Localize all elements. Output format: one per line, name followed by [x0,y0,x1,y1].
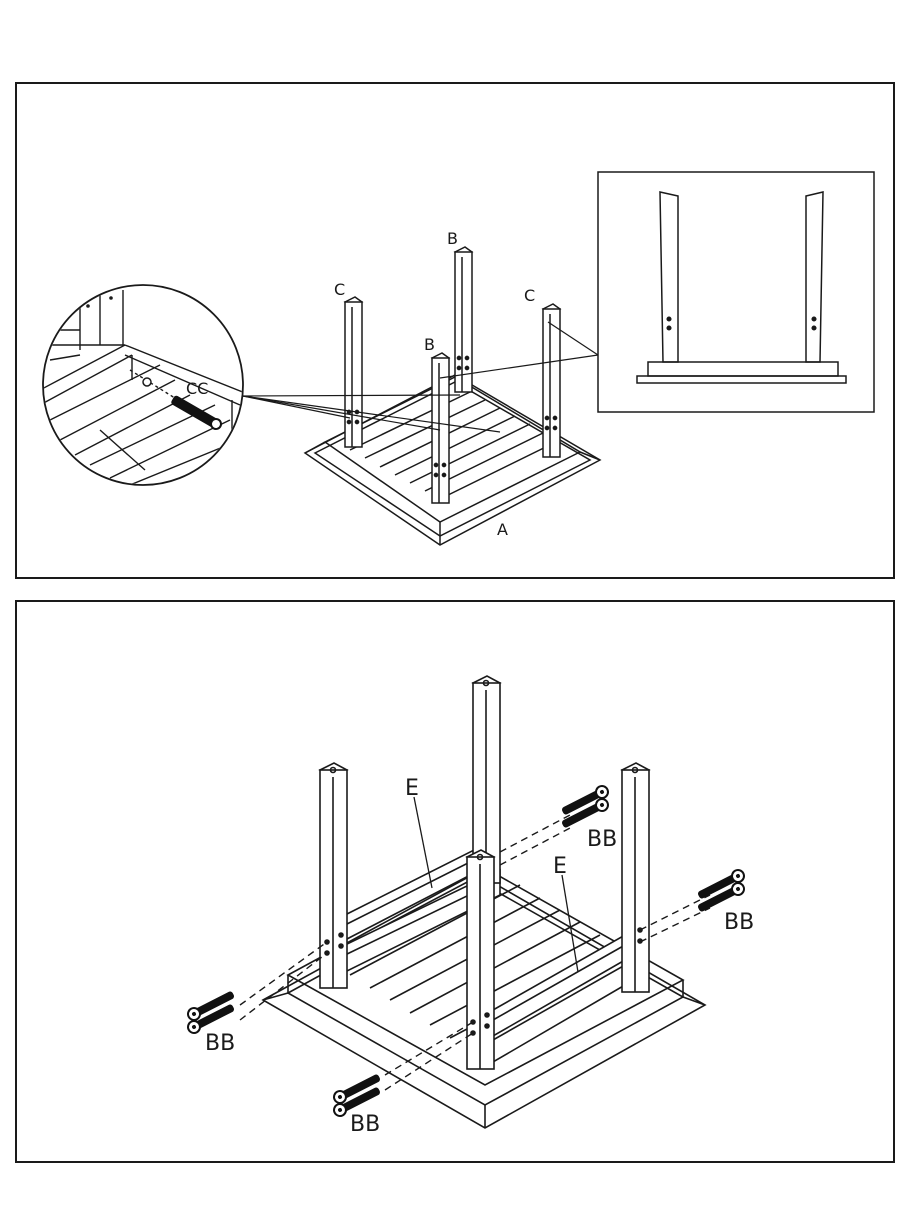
bolts-bb-right [696,868,746,914]
detail-circle-cc [40,285,250,485]
label-c-left: C [334,280,345,299]
detail-box-leg-position [598,172,874,412]
label-b-back: B [447,229,458,248]
leg-left-step2 [320,763,347,988]
label-c-right: C [524,286,535,305]
label-bb-bottom: BB [350,1112,380,1137]
label-bb-left: BB [205,1031,235,1056]
leg-c-right [543,304,560,457]
label-b-front: B [424,335,435,354]
label-cc: CC [186,379,208,398]
label-e-back: E [405,776,419,801]
bolts-bb-left [186,989,236,1035]
label-a: A [497,520,508,539]
label-bb-top-right: BB [587,827,617,852]
label-bb-right: BB [724,910,754,935]
leg-right-step2 [622,763,649,992]
leg-c-left [345,297,362,447]
leg-b-back [455,247,472,392]
apron-e-right [493,935,625,1062]
leg-b-front [432,353,449,503]
leg-front-step2 [467,850,494,1069]
bolts-bb-top-right [560,784,610,830]
label-e-right: E [553,854,567,879]
